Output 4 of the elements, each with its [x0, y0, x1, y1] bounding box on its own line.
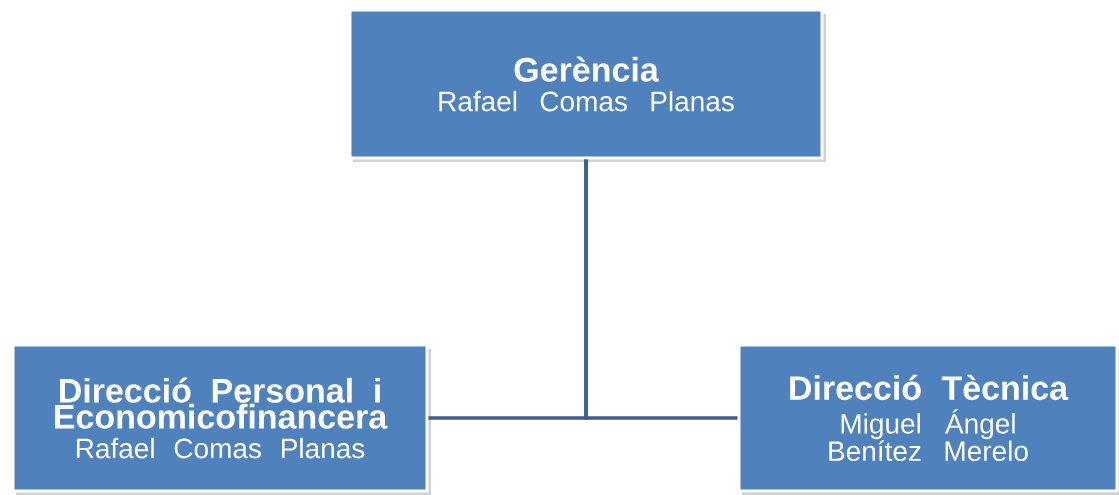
connector-line: [584, 159, 738, 420]
org-box: Direcció Tècnica Miguel Ángel Benítez Merelo: [737, 343, 1119, 495]
org-box: Gerència Rafael Comas Planas: [348, 8, 826, 162]
org-box: Direcció Personal i Economicofinancera Rafael Comas Planas: [11, 343, 431, 495]
